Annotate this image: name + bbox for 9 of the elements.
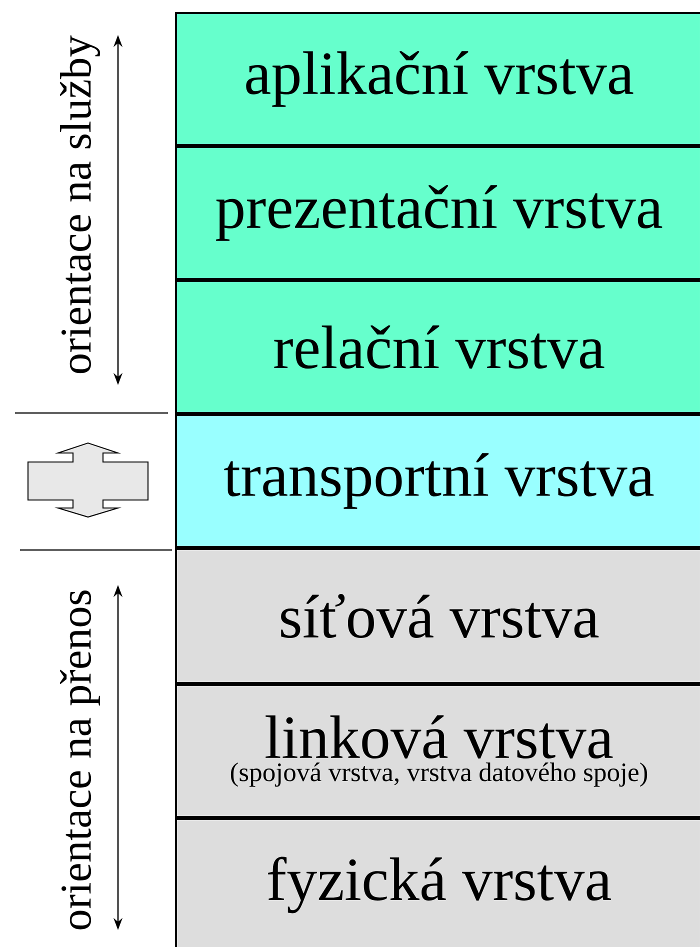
layer-box: transportní vrstva: [175, 414, 700, 548]
side-label: orientace na přenos: [60, 590, 100, 930]
layer-box: relační vrstva: [175, 280, 700, 414]
layer-box: prezentační vrstva: [175, 146, 700, 280]
layer-box: fyzická vrstva: [175, 818, 700, 947]
side-label: orientace na služby: [60, 35, 100, 374]
layer-box: aplikační vrstva: [175, 12, 700, 146]
layer-box: linková vrstva (spojová vrstva, vrstva datového spoje): [175, 684, 700, 818]
layer-box: síťová vrstva: [175, 548, 700, 684]
